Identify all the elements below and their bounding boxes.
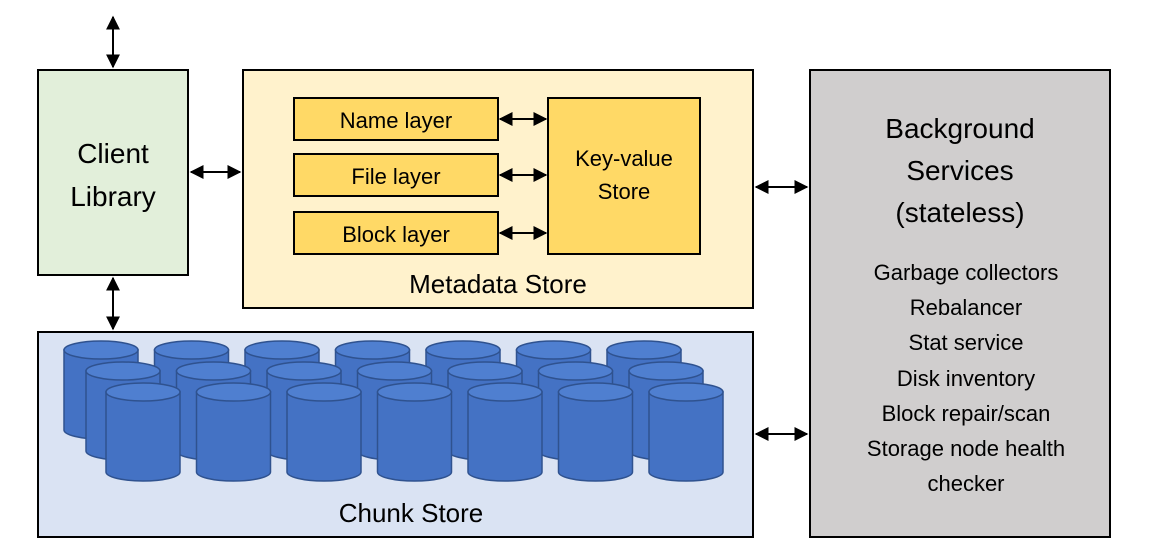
key-value-label-line2: Store <box>598 179 651 204</box>
service-item: Garbage collectors <box>874 260 1059 285</box>
services-title-line1: Background <box>885 113 1034 144</box>
key-value-store-box: Key-value Store <box>547 97 701 255</box>
key-value-label-line1: Key-value <box>575 146 673 171</box>
disk-cylinder <box>376 382 453 482</box>
metadata-store-box: Name layer File layer Block layer Key-va… <box>242 69 754 309</box>
background-services-box: Background Services (stateless) Garbage … <box>809 69 1111 538</box>
disk-cylinder <box>648 382 724 482</box>
service-item: Stat service <box>909 330 1024 355</box>
disk-cylinder <box>557 382 634 482</box>
service-item: checker <box>927 471 1004 496</box>
disk-cylinder <box>467 382 543 482</box>
file-layer-label: File layer <box>351 164 440 189</box>
service-item: Rebalancer <box>910 295 1023 320</box>
services-title-line3: (stateless) <box>895 197 1024 228</box>
chunk-store-title: Chunk Store <box>339 498 484 528</box>
name-layer-label: Name layer <box>340 108 452 133</box>
disk-cylinder <box>105 382 181 482</box>
block-layer-box: Block layer <box>293 211 499 255</box>
client-library-box: Client Library <box>37 69 189 276</box>
disk-group <box>63 340 724 482</box>
file-layer-box: File layer <box>293 153 499 197</box>
name-layer-box: Name layer <box>293 97 499 141</box>
client-library-label-line1: Client <box>77 138 149 169</box>
service-item: Storage node health <box>867 436 1065 461</box>
chunk-store-box: Chunk Store <box>37 331 754 538</box>
service-item: Disk inventory <box>897 366 1035 391</box>
services-title-line2: Services <box>906 155 1013 186</box>
metadata-store-title: Metadata Store <box>409 269 587 299</box>
service-item: Block repair/scan <box>882 401 1051 426</box>
client-library-label-line2: Library <box>70 181 156 212</box>
block-layer-label: Block layer <box>342 222 450 247</box>
disk-cylinder <box>195 382 272 482</box>
disk-cylinder <box>286 382 362 482</box>
